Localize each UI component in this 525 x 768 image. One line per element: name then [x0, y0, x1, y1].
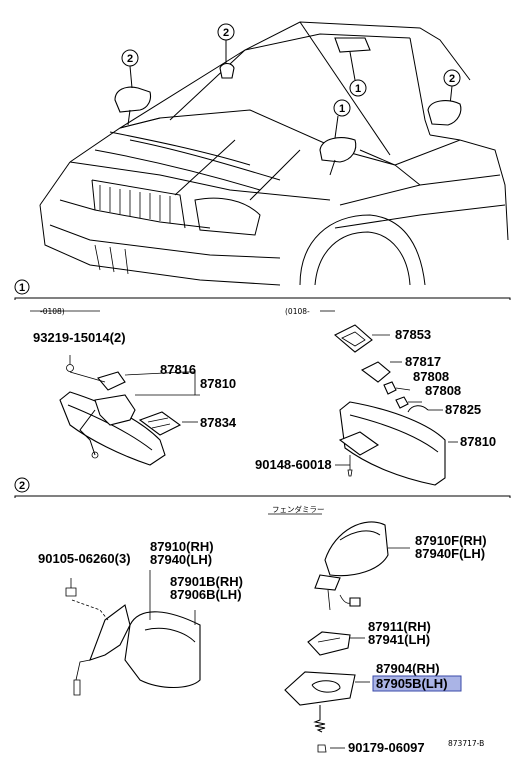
section-1-marker: 1 — [19, 282, 25, 294]
car-callouts: 2 2 1 1 2 — [114, 23, 462, 176]
part-87810-right: 87810 — [460, 434, 496, 449]
section-2-header: フェンダミラー — [272, 504, 325, 514]
callout-label: 2 — [223, 27, 229, 39]
callout-label: 1 — [339, 103, 345, 115]
part-93219-15014: 93219-15014(2) — [33, 330, 126, 345]
part-87941: 87941(LH) — [368, 632, 430, 647]
callout-label: 2 — [127, 53, 133, 65]
part-87905b: 87905B(LH) — [376, 676, 448, 691]
part-90148-60018: 90148-60018 — [255, 457, 332, 472]
part-87940: 87940(LH) — [150, 552, 212, 567]
part-87825: 87825 — [445, 402, 481, 417]
part-87901b: 87901B(RH) — [170, 574, 243, 589]
range-right: (0108- — [285, 307, 310, 316]
part-90105-06260: 90105-06260(3) — [38, 551, 131, 566]
part-90179-06097: 90179-06097 — [348, 740, 425, 755]
part-87940f: 87940F(LH) — [415, 546, 485, 561]
callout-label: 1 — [355, 83, 361, 95]
section-2-marker: 2 — [19, 480, 25, 492]
part-87906b: 87906B(LH) — [170, 587, 242, 602]
section-2: 2 フェンダミラー 90105-06260(3) 87910(RH) 87940… — [14, 477, 511, 755]
section-1: 1 -0108) (0108- 93219-15014(2) 87816 878… — [14, 279, 511, 486]
part-87910f: 87910F(RH) — [415, 533, 487, 548]
part-87816: 87816 — [160, 362, 196, 377]
figure-id: 873717-B — [448, 739, 484, 748]
car-illustration — [39, 21, 509, 286]
highlight-87905b — [372, 675, 462, 692]
callout-label: 2 — [449, 73, 455, 85]
part-87834: 87834 — [200, 415, 237, 430]
part-87911: 87911(RH) — [368, 619, 431, 634]
part-87808-b: 87808 — [425, 383, 461, 398]
part-87817: 87817 — [405, 354, 441, 369]
part-87810-left: 87810 — [200, 376, 236, 391]
part-87853: 87853 — [395, 327, 431, 342]
part-87910: 87910(RH) — [150, 539, 214, 554]
part-87904: 87904(RH) — [376, 661, 440, 676]
range-left: -0108) — [40, 307, 65, 316]
part-87808-a: 87808 — [413, 369, 449, 384]
